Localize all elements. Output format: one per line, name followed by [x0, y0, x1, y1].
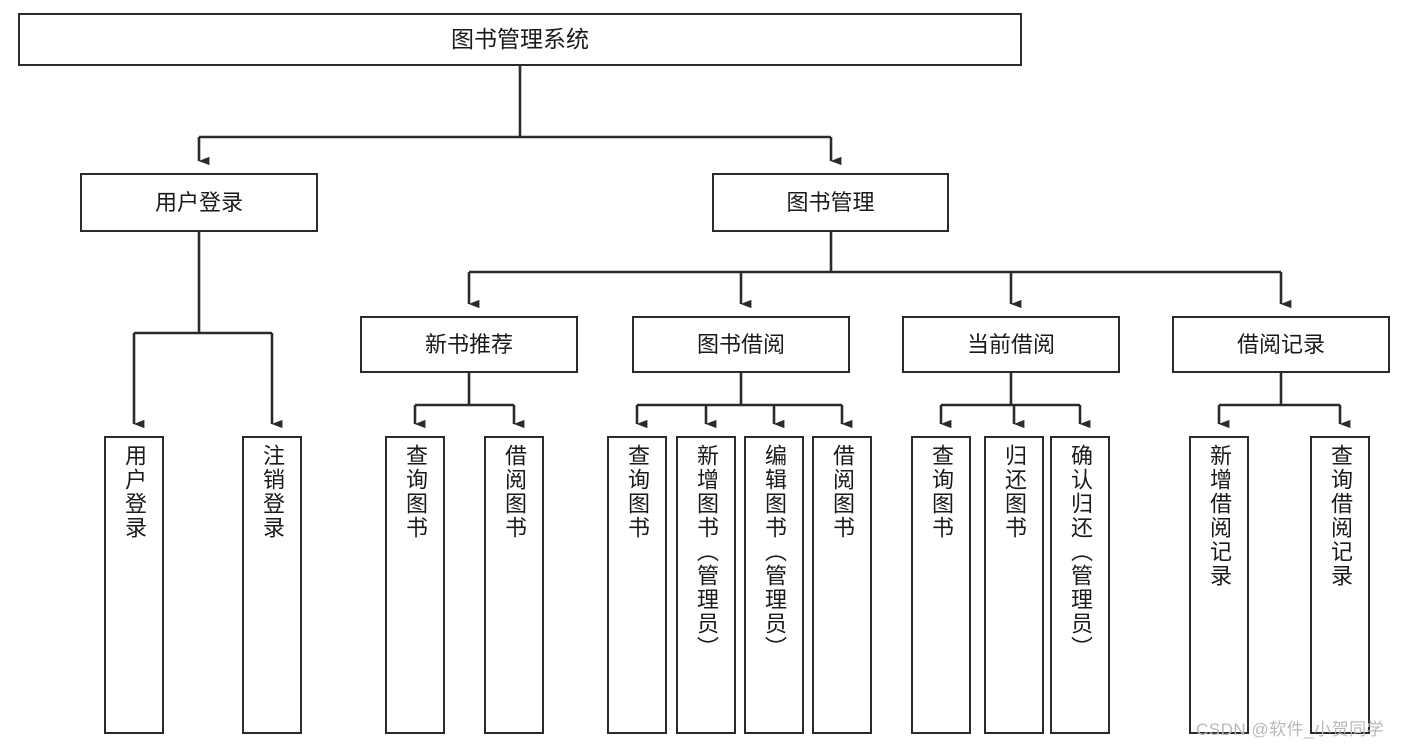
leaf-logout[interactable]: 注销登录 — [242, 436, 302, 734]
node-user-login-label: 用户登录 — [154, 189, 243, 215]
node-book-borrow-label: 图书借阅 — [696, 331, 785, 357]
node-book-borrow[interactable]: 图书借阅 — [632, 316, 850, 373]
node-new-book-recommend-label: 新书推荐 — [424, 331, 513, 357]
node-current-borrow-label: 当前借阅 — [966, 331, 1055, 357]
node-book-management[interactable]: 图书管理 — [712, 173, 949, 232]
node-book-management-label: 图书管理 — [786, 189, 875, 215]
leaf-logout-label: 注销登录 — [260, 444, 285, 540]
leaf-query-book-new-label: 查询图书 — [403, 444, 428, 540]
leaf-query-book-current-label: 查询图书 — [929, 444, 954, 540]
leaf-add-book-admin-label: 新增图书（管理员） — [694, 444, 719, 660]
leaf-query-book-new[interactable]: 查询图书 — [385, 436, 445, 734]
leaf-return-book-label: 归还图书 — [1002, 444, 1027, 540]
leaf-borrow-book-label: 借阅图书 — [830, 444, 855, 540]
watermark: CSDN @软件_小贺同学 — [1196, 720, 1385, 739]
leaf-user-login[interactable]: 用户登录 — [104, 436, 164, 734]
leaf-query-borrow-record-label: 查询借阅记录 — [1328, 444, 1353, 588]
node-user-login[interactable]: 用户登录 — [80, 173, 318, 232]
leaf-borrow-book-new-label: 借阅图书 — [502, 444, 527, 540]
leaf-return-book[interactable]: 归还图书 — [984, 436, 1044, 734]
leaf-add-book-admin[interactable]: 新增图书（管理员） — [676, 436, 736, 734]
leaf-edit-book-admin[interactable]: 编辑图书（管理员） — [744, 436, 804, 734]
leaf-add-borrow-record[interactable]: 新增借阅记录 — [1189, 436, 1249, 734]
leaf-borrow-book[interactable]: 借阅图书 — [812, 436, 872, 734]
leaf-borrow-book-new[interactable]: 借阅图书 — [484, 436, 544, 734]
node-borrow-records[interactable]: 借阅记录 — [1172, 316, 1390, 373]
node-root-label: 图书管理系统 — [451, 26, 589, 53]
leaf-confirm-return-admin-label: 确认归还（管理员） — [1068, 444, 1093, 660]
leaf-add-borrow-record-label: 新增借阅记录 — [1207, 444, 1232, 588]
leaf-edit-book-admin-label: 编辑图书（管理员） — [762, 444, 787, 660]
node-current-borrow[interactable]: 当前借阅 — [902, 316, 1120, 373]
leaf-user-login-label: 用户登录 — [122, 444, 147, 540]
leaf-query-book-borrow-label: 查询图书 — [625, 444, 650, 540]
node-borrow-records-label: 借阅记录 — [1236, 331, 1325, 357]
leaf-query-borrow-record[interactable]: 查询借阅记录 — [1310, 436, 1370, 734]
leaf-confirm-return-admin[interactable]: 确认归还（管理员） — [1050, 436, 1110, 734]
leaf-query-book-current[interactable]: 查询图书 — [911, 436, 971, 734]
node-new-book-recommend[interactable]: 新书推荐 — [360, 316, 578, 373]
leaf-query-book-borrow[interactable]: 查询图书 — [607, 436, 667, 734]
node-root[interactable]: 图书管理系统 — [18, 13, 1022, 66]
